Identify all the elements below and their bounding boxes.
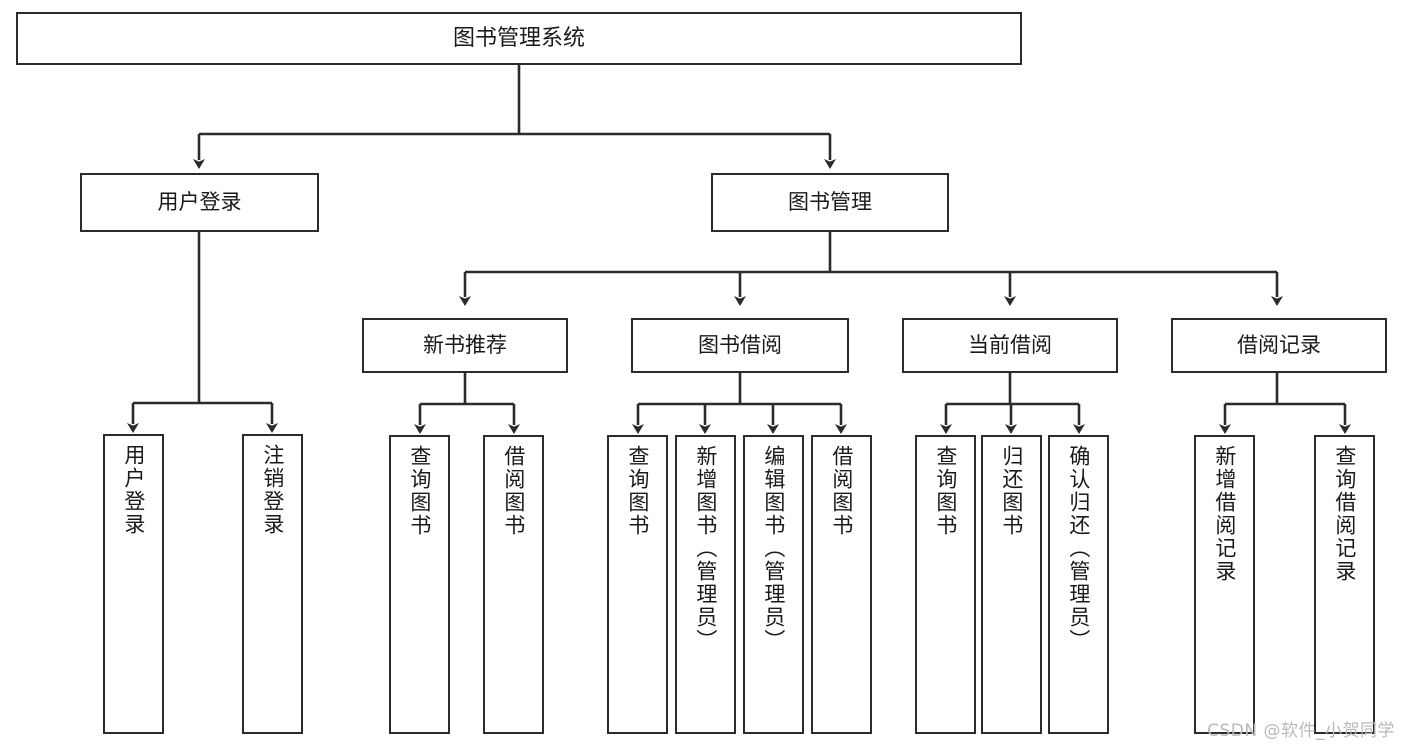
leaf-book-borrow-edit-admin[interactable]: 编辑图书（管理员） <box>743 435 804 734</box>
leaf-current-borrow-query[interactable]: 查询图书 <box>915 435 976 734</box>
node-label: 查询图书 <box>933 445 958 537</box>
leaf-new-book-query[interactable]: 查询图书 <box>389 435 450 734</box>
node-label: 图书借阅 <box>698 333 782 358</box>
node-label: 用户登录 <box>121 444 146 536</box>
leaf-borrow-record-query[interactable]: 查询借阅记录 <box>1314 435 1375 734</box>
leaf-current-borrow-return[interactable]: 归还图书 <box>981 435 1042 734</box>
csdn-watermark: CSDN @软件_小贺同学 <box>1207 721 1395 741</box>
node-label: 新书推荐 <box>423 333 507 358</box>
node-label: 新增借阅记录 <box>1212 445 1237 583</box>
node-label: 新增图书（管理员） <box>693 445 718 652</box>
node-label: 查询图书 <box>407 445 432 537</box>
node-current-borrow[interactable]: 当前借阅 <box>902 318 1118 373</box>
node-label: 图书管理 <box>788 190 872 215</box>
leaf-user-login-logout[interactable]: 注销登录 <box>242 434 303 734</box>
leaf-user-login-login[interactable]: 用户登录 <box>103 434 164 734</box>
node-label: 借阅图书 <box>829 445 854 537</box>
node-book-borrow[interactable]: 图书借阅 <box>631 318 849 373</box>
node-label: 图书管理系统 <box>452 25 585 51</box>
node-label: 查询图书 <box>625 445 650 537</box>
node-label: 注销登录 <box>260 444 285 536</box>
leaf-book-borrow-borrow[interactable]: 借阅图书 <box>811 435 872 734</box>
leaf-new-book-borrow[interactable]: 借阅图书 <box>483 435 544 734</box>
node-label: 用户登录 <box>157 190 242 215</box>
node-label: 查询借阅记录 <box>1332 445 1357 583</box>
node-borrow-records[interactable]: 借阅记录 <box>1171 318 1387 373</box>
node-new-book-recommend[interactable]: 新书推荐 <box>362 318 568 373</box>
node-label: 编辑图书（管理员） <box>761 445 786 652</box>
node-label: 归还图书 <box>999 445 1024 537</box>
node-label: 确认归还（管理员） <box>1066 445 1091 652</box>
node-label: 借阅记录 <box>1237 333 1321 358</box>
node-root-book-management-system[interactable]: 图书管理系统 <box>16 12 1022 65</box>
leaf-book-borrow-query[interactable]: 查询图书 <box>607 435 668 734</box>
node-label: 借阅图书 <box>501 445 526 537</box>
node-user-login[interactable]: 用户登录 <box>80 173 319 232</box>
leaf-current-borrow-confirm-return-admin[interactable]: 确认归还（管理员） <box>1048 435 1109 734</box>
leaf-book-borrow-add-admin[interactable]: 新增图书（管理员） <box>675 435 736 734</box>
leaf-borrow-record-add[interactable]: 新增借阅记录 <box>1194 435 1255 734</box>
node-label: 当前借阅 <box>968 333 1052 358</box>
node-book-management[interactable]: 图书管理 <box>711 173 949 232</box>
